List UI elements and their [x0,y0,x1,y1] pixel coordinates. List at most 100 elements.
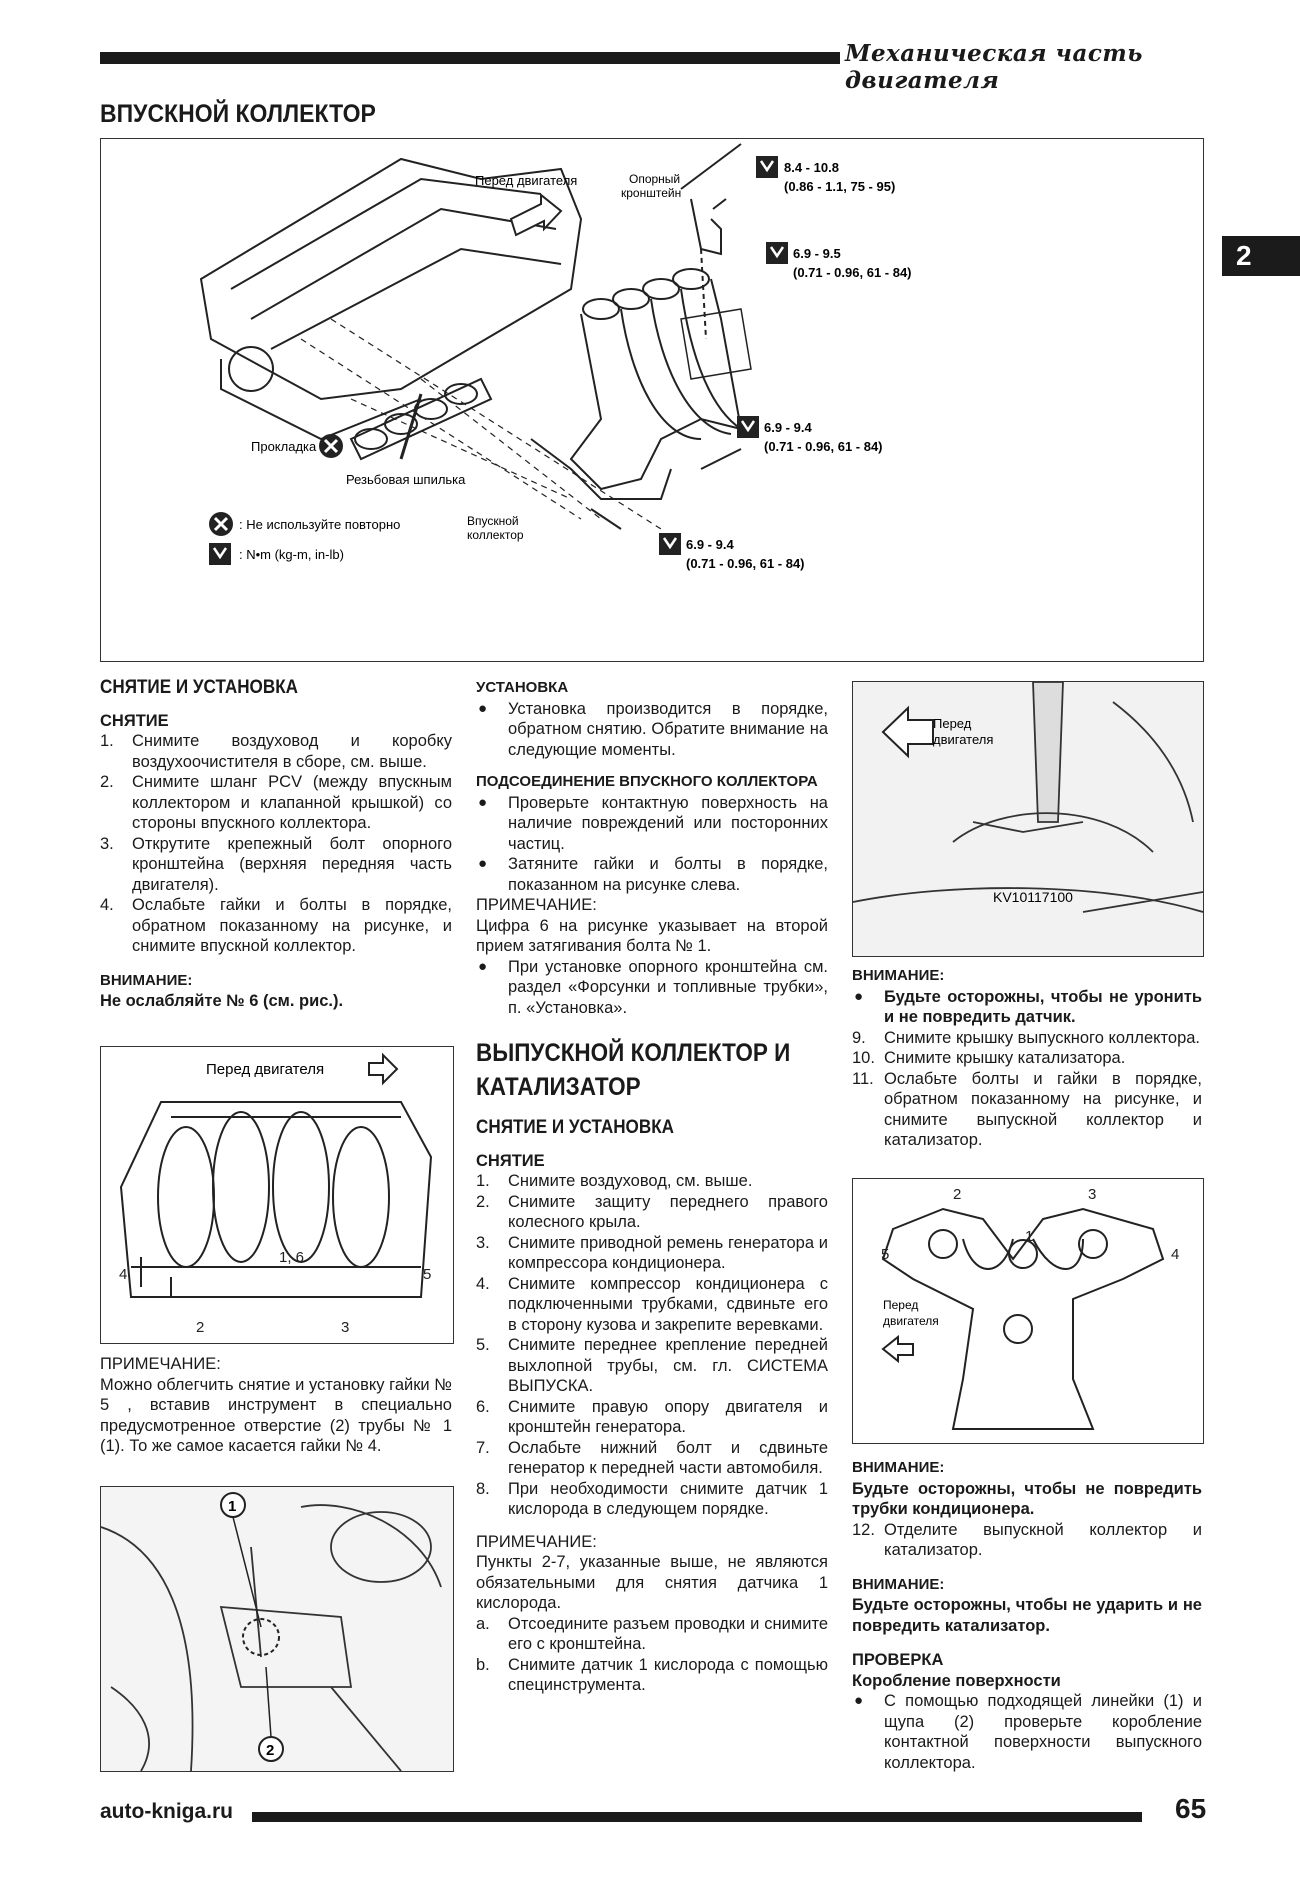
caution1-label: ВНИМАНИЕ: [852,967,945,984]
list-item: 2.Снимите шланг PCV (между впускным колл… [100,773,452,832]
torque-icon-1 [756,156,778,178]
list-item: 9.Снимите крышку выпускного коллектора. [852,1028,1201,1047]
svg-text:2: 2 [953,1186,961,1203]
svg-text:2: 2 [196,1319,204,1336]
torque-icon-3 [737,416,759,438]
exhaust-manifold-figure: 2 3 1 5 4 Перед двигателя [852,1178,1204,1444]
intake-manifold-drawing: Перед двигателя Опорный кронштейн Прокла… [199,143,912,571]
front-label: Перед двигателя [475,173,577,188]
list-item: 8.При необходимости снимите датчик 1 кис… [476,1479,828,1519]
manifold-label-2: коллектор [467,528,524,542]
caution2-label: ВНИМАНИЕ: [852,1459,945,1476]
note-text: Цифра 6 на рисунке указывает на второй п… [476,916,828,956]
legend-torque: : N•m (kg-m, in-lb) [239,547,344,562]
exhaust-front-label-2: двигателя [883,1314,939,1328]
note-label: ПРИМЕЧАНИЕ: [100,1355,221,1373]
front-arrow-icon [881,705,934,759]
torque-icon-2 [766,242,788,264]
section-heading: СНЯТИЕ И УСТАНОВКА [100,677,298,698]
list-item: 12.Отделите выпускной коллектор и катали… [852,1520,1202,1560]
svg-text:1: 1 [228,1498,236,1515]
photo-front-label-1: Перед [933,716,972,731]
list-item: Проверьте контактную поверхность на нали… [476,793,828,855]
column-2: УСТАНОВКА Установка производится в поряд… [476,678,828,1696]
note2-label: ПРИМЕЧАНИЕ: [476,1532,597,1551]
intake-manifold-top-drawing: Перед двигателя 4 5 2 3 1, 6 [119,1052,433,1336]
torque3-a: 6.9 - 9.4 [764,420,812,435]
list-item: b.Снимите датчик 1 кислорода с помощью с… [476,1655,828,1695]
subheading-removal: СНЯТИЕ [100,711,169,730]
oxygen-sensor-photo: 1 2 [100,1486,454,1772]
svg-text:5: 5 [881,1246,889,1263]
list-item: 11.Ослабьте болты и гайки в порядке, обр… [852,1069,1202,1150]
torque4-b: (0.71 - 0.96, 61 - 84) [686,556,805,571]
check-heading: ПРОВЕРКА [852,1651,944,1669]
list-item: Установка производится в порядке, обратн… [476,699,828,761]
list-item: 5.Снимите переднее крепление передней вы… [476,1336,828,1395]
svg-text:3: 3 [341,1319,349,1336]
list-item: 10.Снимите крышку катализатора. [852,1049,1126,1067]
page-number: 65 [1175,1793,1207,1824]
page-title: ВПУСКНОЙ КОЛЛЕКТОР [100,100,376,128]
torque1-b: (0.86 - 1.1, 75 - 95) [784,179,895,194]
warp-heading: Коробление поверхности [852,1671,1061,1690]
torque-icon-4 [659,533,681,555]
caution-text: Не ослабляйте № 6 (см. рис.). [100,992,344,1010]
torque2-b: (0.71 - 0.96, 61 - 84) [793,265,912,280]
photo-front-label-2: двигателя [933,732,993,747]
list-item: 1.Снимите воздуховод, см. выше. [476,1172,753,1190]
list-item: 3.Снимите приводной ремень генератора и … [476,1233,828,1273]
svg-text:4: 4 [1171,1246,1179,1263]
caution3-text: Будьте осторожны, чтобы не ударить и не … [852,1596,1202,1635]
list-item: Будьте осторожны, чтобы не уронить и не … [852,987,1202,1028]
exhaust-steps-cont: 9.Снимите крышку выпускного коллектора. … [852,1028,1202,1151]
svg-text:2: 2 [266,1742,274,1759]
svg-text:1, 6: 1, 6 [279,1249,304,1266]
torque3-b: (0.71 - 0.96, 61 - 84) [764,439,883,454]
tool-code: KV10117100 [993,889,1073,905]
legend-no-reuse: : Не используйте повторно [239,517,400,532]
stud-label: Резьбовая шпилька [346,472,466,487]
col1-note: ПРИМЕЧАНИЕ: Можно облегчить снятие и уст… [100,1354,452,1457]
svg-text:3: 3 [1088,1186,1096,1203]
torque1-a: 8.4 - 10.8 [784,160,839,175]
note2-text: Пункты 2-7, указанные выше, не являются … [476,1553,828,1612]
tightening-order-figure: Перед двигателя 4 5 2 3 1, 6 [100,1046,454,1344]
svg-text:1: 1 [1025,1228,1033,1245]
support-bracket-label-2: кронштейн [621,186,681,200]
list-item: 6.Снимите правую опору двигателя и кронш… [476,1397,828,1437]
list-item: a.Отсоедините разъем проводки и снимите … [476,1614,828,1654]
footer-site: auto-kniga.ru [100,1800,234,1823]
list-item: Затяните гайки и болты в порядке, показа… [476,854,828,895]
gasket-label: Прокладка [251,439,317,454]
engine-head-shape [199,157,583,401]
caution-label: ВНИМАНИЕ: [100,971,193,989]
running-title: Механическая часть двигателя [845,40,1143,94]
note-label: ПРИМЕЧАНИЕ: [476,896,597,914]
removal-steps: 1.Снимите воздуховод и коробку воздухооч… [100,731,452,957]
front-arrow-icon [509,192,563,237]
front-arrow-icon [881,1334,914,1364]
note-text: Можно облегчить снятие и установку гайки… [100,1375,452,1456]
header-bar [100,52,840,64]
column-3-bottom: ВНИМАНИЕ: Будьте осторожны, чтобы не пов… [852,1458,1202,1773]
column-3: ВНИМАНИЕ: Будьте осторожны, чтобы не уро… [852,966,1202,1151]
caution3-label: ВНИМАНИЕ: [852,1575,945,1593]
list-item: 2.Снимите защиту переднего правого колес… [476,1192,828,1232]
list-item: 7.Ослабьте нижний болт и сдвиньте генера… [476,1438,828,1478]
list-item: При установке опорного кронштейна см. ра… [476,957,828,1019]
list-item: 4.Ослабьте гайки и болты в порядке, обра… [100,896,452,955]
chapter-tab: 2 [1222,236,1300,276]
support-bracket-label-1: Опорный [629,172,680,186]
connect-heading: ПОДСОЕДИНЕНИЕ ВПУСКНОГО КОЛЛЕКТОРА [476,773,818,790]
exhaust-removal-steps: 1.Снимите воздуховод, см. выше. 2.Снимит… [476,1171,828,1520]
list-item: 4.Снимите компрессор кондиционера с подк… [476,1274,828,1334]
exhaust-remove-install-heading: СНЯТИЕ И УСТАНОВКА [476,1117,674,1138]
install-heading: УСТАНОВКА [476,679,569,696]
caution2-text: Будьте осторожны, чтобы не повредить тру… [852,1479,1202,1519]
list-item: 1.Снимите воздуховод и коробку воздухооч… [100,732,452,771]
torque2-a: 6.9 - 9.5 [793,246,841,261]
front-arrow-icon [368,1052,399,1086]
sub-steps: a.Отсоедините разъем проводки и снимите … [476,1614,828,1696]
svg-text:4: 4 [119,1266,127,1283]
